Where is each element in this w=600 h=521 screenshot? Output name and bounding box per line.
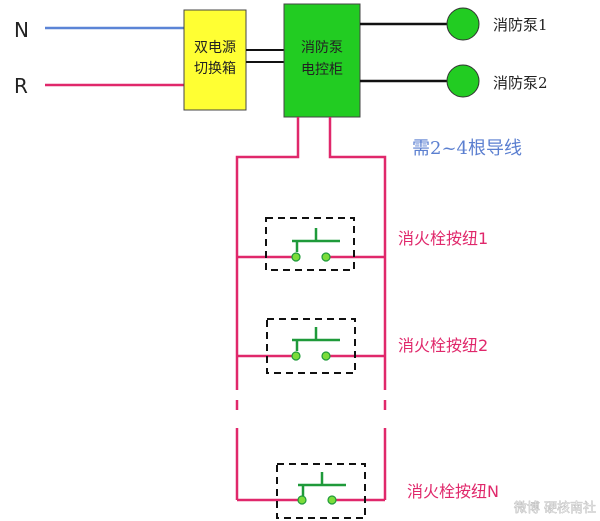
pump-1-icon xyxy=(446,7,480,41)
hydrant-button-n: 消火栓按纽N xyxy=(276,463,499,519)
dual-power-switch-box: 双电源 切换箱 xyxy=(183,9,247,111)
cabinet-line1: 消防泵 xyxy=(301,40,343,56)
pushbutton-switch-icon xyxy=(292,327,340,351)
hydrant-button-2-label: 消火栓按纽2 xyxy=(398,336,488,355)
pump-2-icon xyxy=(446,64,480,98)
watermark: 微博 硬核南社 xyxy=(514,500,596,516)
hydrant-button-2: 消火栓按纽2 xyxy=(266,318,488,374)
fire-pump-2: 消防泵2 xyxy=(360,64,548,98)
pump-2-label: 消防泵2 xyxy=(493,74,548,92)
n-label: N xyxy=(14,18,29,42)
pushbutton-switch-icon xyxy=(292,228,340,252)
hydrant-button-n-label: 消火栓按纽N xyxy=(407,482,499,501)
cabinet-line2: 电控柜 xyxy=(301,62,343,78)
pushbutton-switch-icon xyxy=(298,472,346,496)
pump-1-label: 消防泵1 xyxy=(493,16,548,34)
hydrant-loop-wiring xyxy=(235,117,387,502)
fire-pump-control-cabinet: 消防泵 电控柜 xyxy=(283,3,361,118)
hydrant-button-1-label: 消火栓按纽1 xyxy=(398,229,488,248)
r-label: R xyxy=(14,74,28,98)
fire-pump-1: 消防泵1 xyxy=(360,7,548,41)
hydrant-button-1: 消火栓按纽1 xyxy=(265,217,488,271)
dual-box-line1: 双电源 xyxy=(194,40,236,56)
input-lines: N R xyxy=(14,18,184,98)
dual-box-line2: 切换箱 xyxy=(194,60,236,77)
wire-count-note: 需2~4根导线 xyxy=(412,138,522,159)
